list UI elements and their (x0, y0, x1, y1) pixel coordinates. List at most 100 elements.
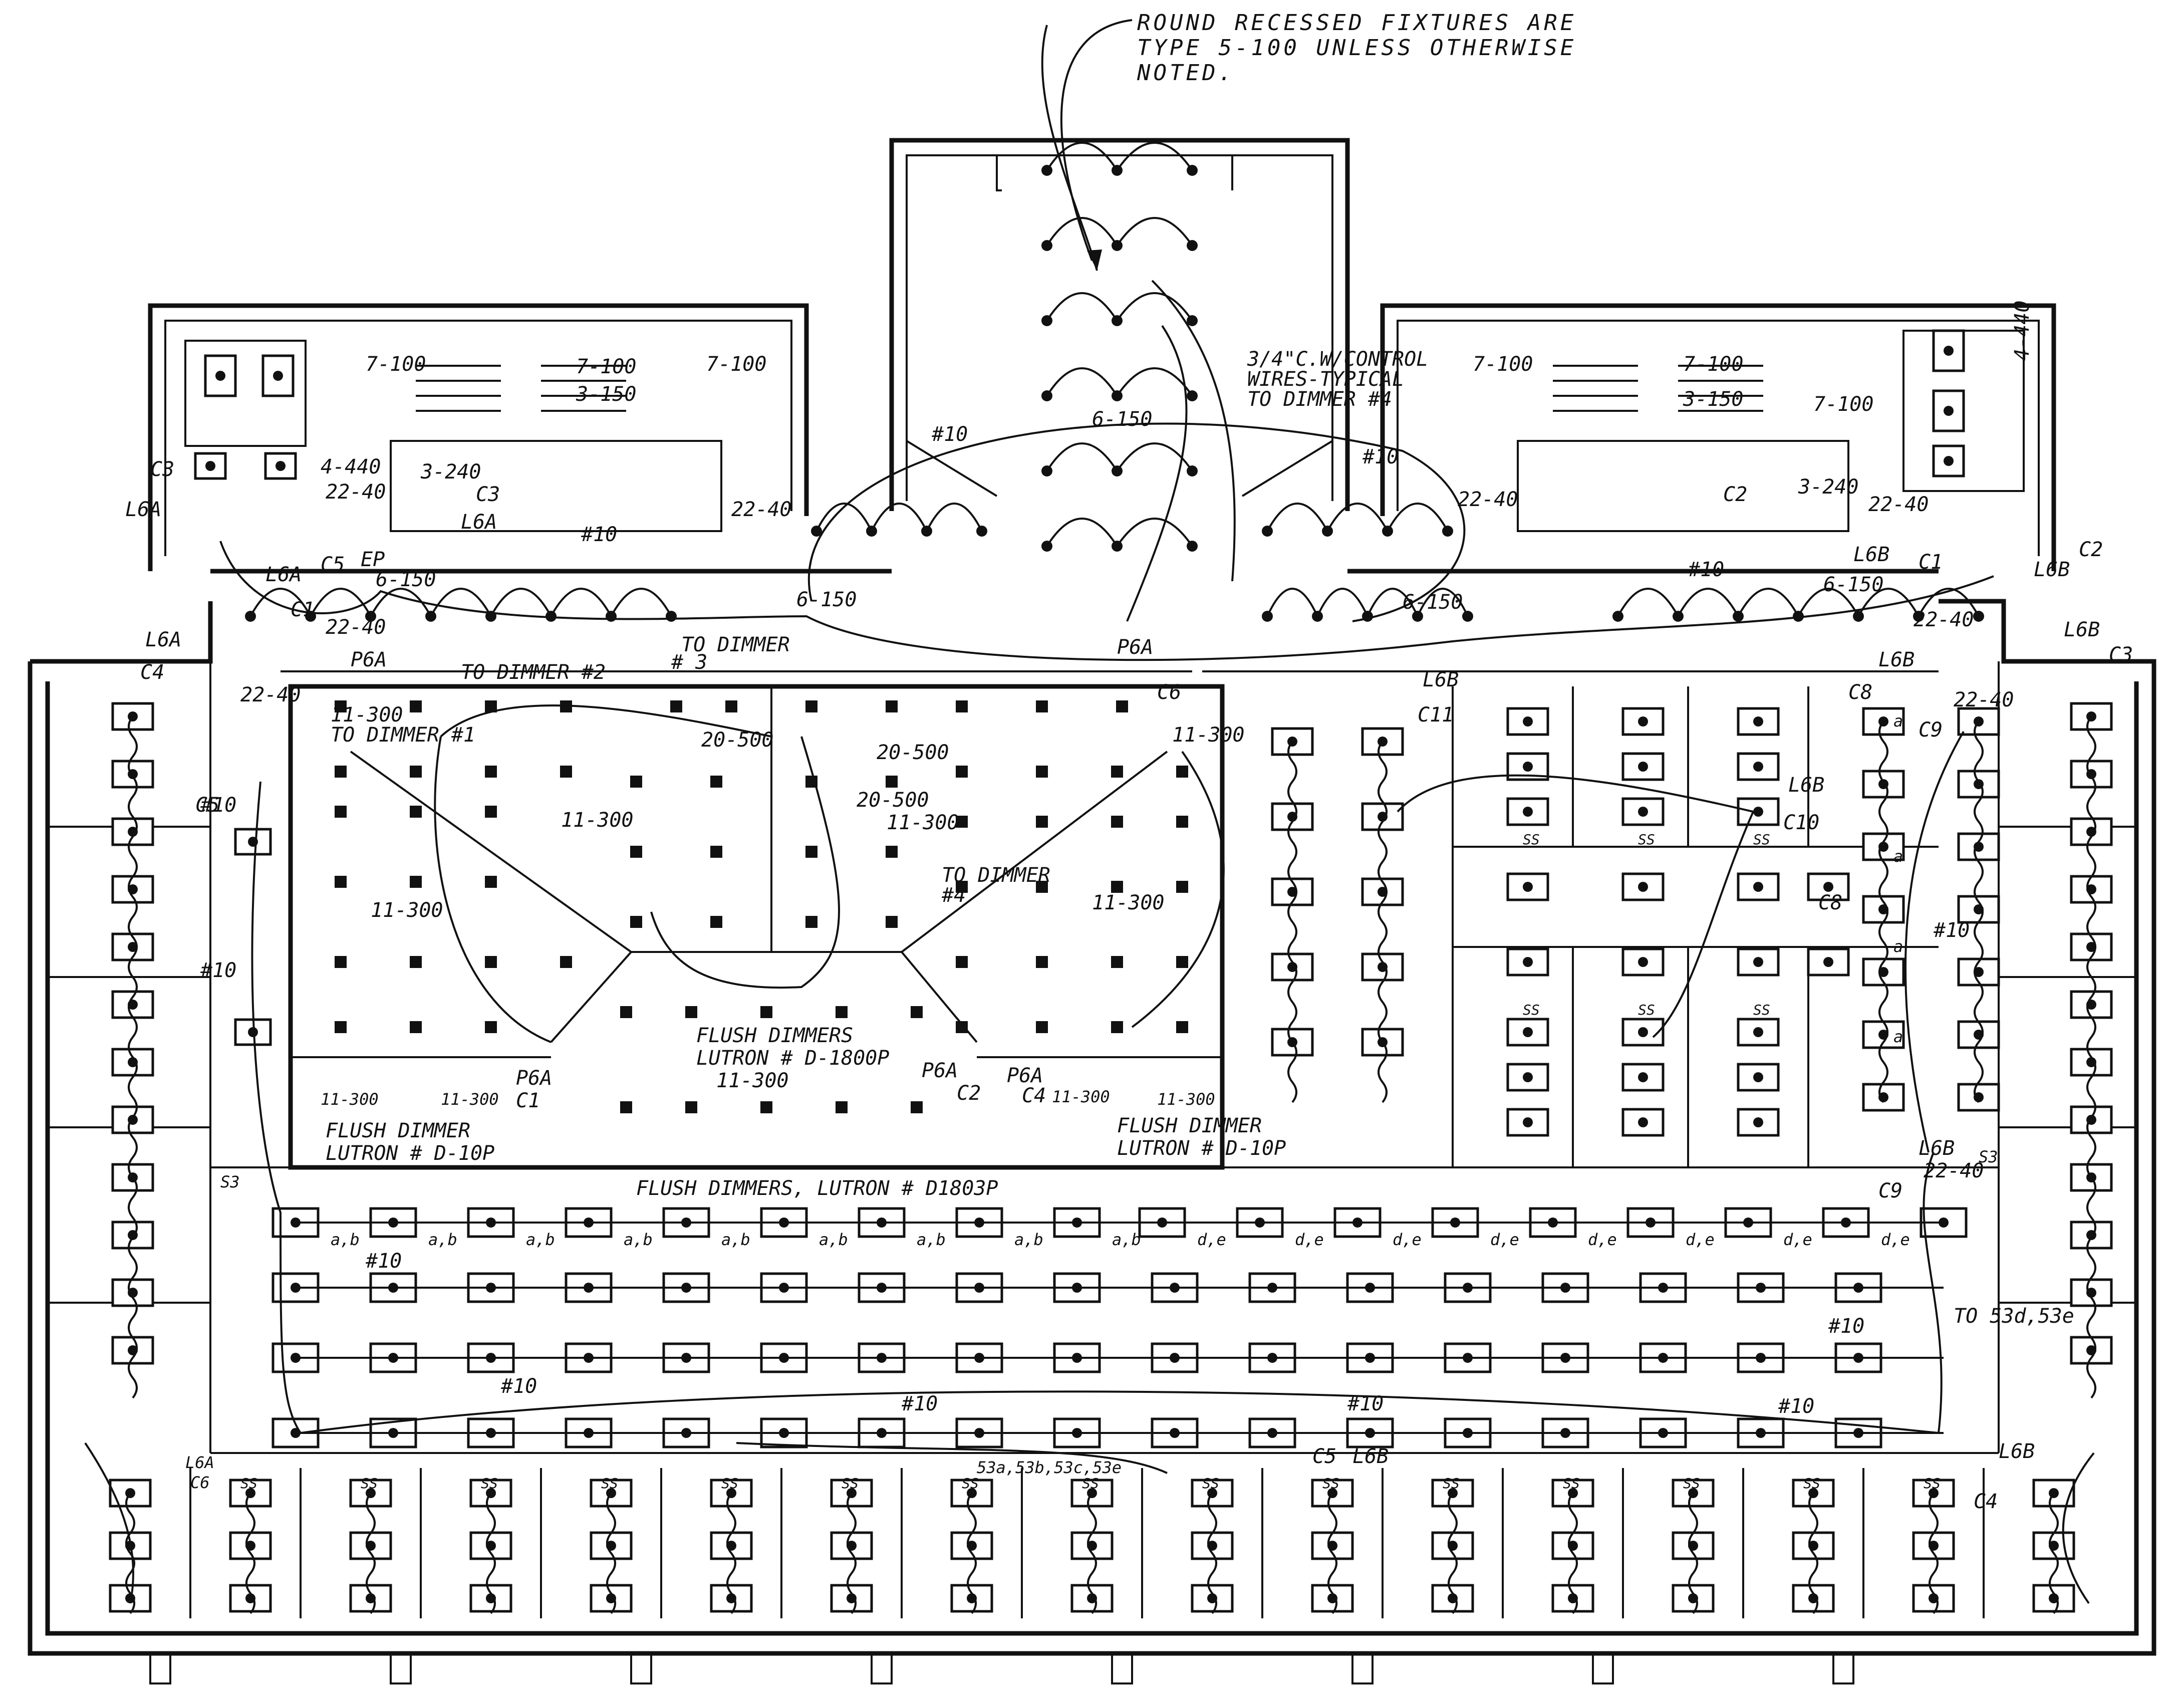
square-downlight (335, 806, 347, 818)
tag-ss: SS (1523, 1002, 1540, 1018)
square-downlight (1111, 956, 1123, 968)
label-to-dimmer-3-a: TO DIMMER (681, 633, 790, 656)
square-downlight (1176, 881, 1188, 893)
note-round-fixtures-2: TYPE 5-100 UNLESS OTHERWISE (1137, 35, 1576, 61)
wavy-wire (125, 1492, 135, 1614)
tag-a: a (1893, 937, 1903, 956)
label-p6a-e: P6A (1007, 1064, 1043, 1087)
label-22-40-f: 22-40 (1914, 608, 1974, 631)
tag-ss: SS (361, 1475, 378, 1492)
label-num10-h: #10 (500, 1375, 537, 1398)
label-6-150-c: 6-150 (376, 568, 436, 591)
note-flush-dimmer-left-1: FLUSH DIMMER (326, 1119, 470, 1142)
fixture-center (1974, 967, 1984, 977)
tag-ss: SS (481, 1475, 498, 1492)
square-downlight (485, 1021, 497, 1033)
fluorescent-fixture (1621, 1018, 1665, 1047)
square-downlight (886, 776, 898, 788)
fixture-interconnects (125, 142, 2096, 1614)
fixture-center (1823, 957, 1833, 967)
label-20-500-a: 20-500 (701, 729, 774, 752)
square-downlight (630, 776, 642, 788)
label-c1-a: C1 (291, 598, 315, 621)
fixture-arc (610, 588, 672, 617)
wavy-wire (1878, 720, 1888, 1103)
square-downlight (911, 1101, 923, 1113)
label-11-300-i: 11-300 (441, 1090, 499, 1109)
fixture-arc (1367, 588, 1419, 617)
square-downlight (335, 956, 347, 968)
fixture-center (1523, 716, 1533, 727)
fixture-center (1638, 882, 1648, 892)
label-num10-i: #10 (901, 1392, 938, 1415)
tag-ss: SS (1683, 1475, 1700, 1492)
label-11-300-h: 11-300 (321, 1090, 379, 1109)
square-downlight (886, 700, 898, 712)
square-downlight (485, 766, 497, 778)
label-l6b-a: L6B (2034, 558, 2070, 581)
fixture-center (1638, 1027, 1648, 1037)
label-c5-a: C5 (321, 553, 345, 576)
square-downlight (410, 700, 422, 712)
fixture-center (1944, 456, 1954, 466)
square-downlight (485, 956, 497, 968)
label-num10-d: #10 (1688, 558, 1724, 581)
tag-ss: SS (1443, 1475, 1460, 1492)
note-round-fixtures-3: NOTED. (1137, 60, 1235, 86)
label-c9-b: C9 (1878, 1179, 1902, 1202)
annotations: ROUND RECESSED FIXTURES ARE TYPE 5-100 U… (125, 10, 2133, 1513)
square-downlight (1176, 956, 1188, 968)
fixture-arc (1617, 588, 1679, 617)
tag-ab: a,b (428, 1230, 457, 1249)
fixture-center (1287, 887, 1297, 897)
fixture-center (128, 942, 138, 952)
label-p6a-a: P6A (351, 648, 387, 671)
note-round-fixtures-1: ROUND RECESSED FIXTURES ARE (1137, 10, 1576, 36)
label-l6b-b: L6B (1853, 543, 1889, 566)
label-c4-a: C4 (140, 661, 164, 684)
square-downlight (836, 1006, 848, 1018)
label-num10-b: #10 (1362, 445, 1399, 468)
fluorescent-fixture (1862, 832, 1905, 861)
fixture-center (1523, 882, 1533, 892)
tag-ss: SS (1638, 1002, 1655, 1018)
fixture-center (1753, 1072, 1763, 1082)
label-switch-ref: 53a,53b,53c,53e (977, 1458, 1122, 1477)
label-6-150-e: 6-150 (1823, 573, 1883, 596)
label-c3-a: C3 (476, 483, 500, 506)
fluorescent-fixture (261, 354, 295, 397)
label-to-dimmer-3-b: # 3 (671, 651, 707, 674)
label-num10-c: #10 (581, 523, 617, 546)
label-11-300-g: 11-300 (331, 703, 403, 727)
fluorescent-fixture (830, 1584, 873, 1613)
fixture-center (1638, 1072, 1648, 1082)
label-c10: C10 (1783, 811, 1819, 834)
fixture-center (1378, 887, 1388, 897)
square-downlight (1111, 766, 1123, 778)
tag-ab: a,b (917, 1230, 946, 1249)
label-c2-b: C2 (2079, 538, 2103, 561)
fixture-arc (1266, 503, 1328, 532)
label-22-40-i: 22-40 (1924, 1159, 1984, 1182)
label-to-dimmer-2: TO DIMMER #2 (461, 661, 606, 684)
square-downlight (956, 1021, 968, 1033)
label-l6b-h: L6B (1999, 1440, 2035, 1463)
tag-de: d,e (1686, 1230, 1715, 1249)
label-3-240-a: 3-240 (420, 460, 481, 483)
fixture-arc (249, 588, 312, 617)
label-num10-g: #10 (365, 1250, 402, 1273)
label-to-dimmer-4-a: TO DIMMER (942, 864, 1050, 887)
wavy-wire (1568, 1492, 1578, 1614)
fluorescent-fixture (1271, 1028, 1314, 1057)
fluorescent-fixture (1862, 707, 1905, 736)
label-num10-e: #10 (200, 959, 236, 982)
note-conduit-2: WIRES-TYPICAL (1247, 368, 1404, 391)
square-downlight (410, 766, 422, 778)
square-downlight (911, 1006, 923, 1018)
square-downlight (630, 916, 642, 928)
wavy-wire (1929, 1492, 1939, 1614)
label-p6a-d: P6A (922, 1059, 958, 1082)
square-downlight (335, 700, 347, 712)
tag-de: d,e (1197, 1230, 1226, 1249)
fluorescent-fixture (1737, 707, 1780, 736)
